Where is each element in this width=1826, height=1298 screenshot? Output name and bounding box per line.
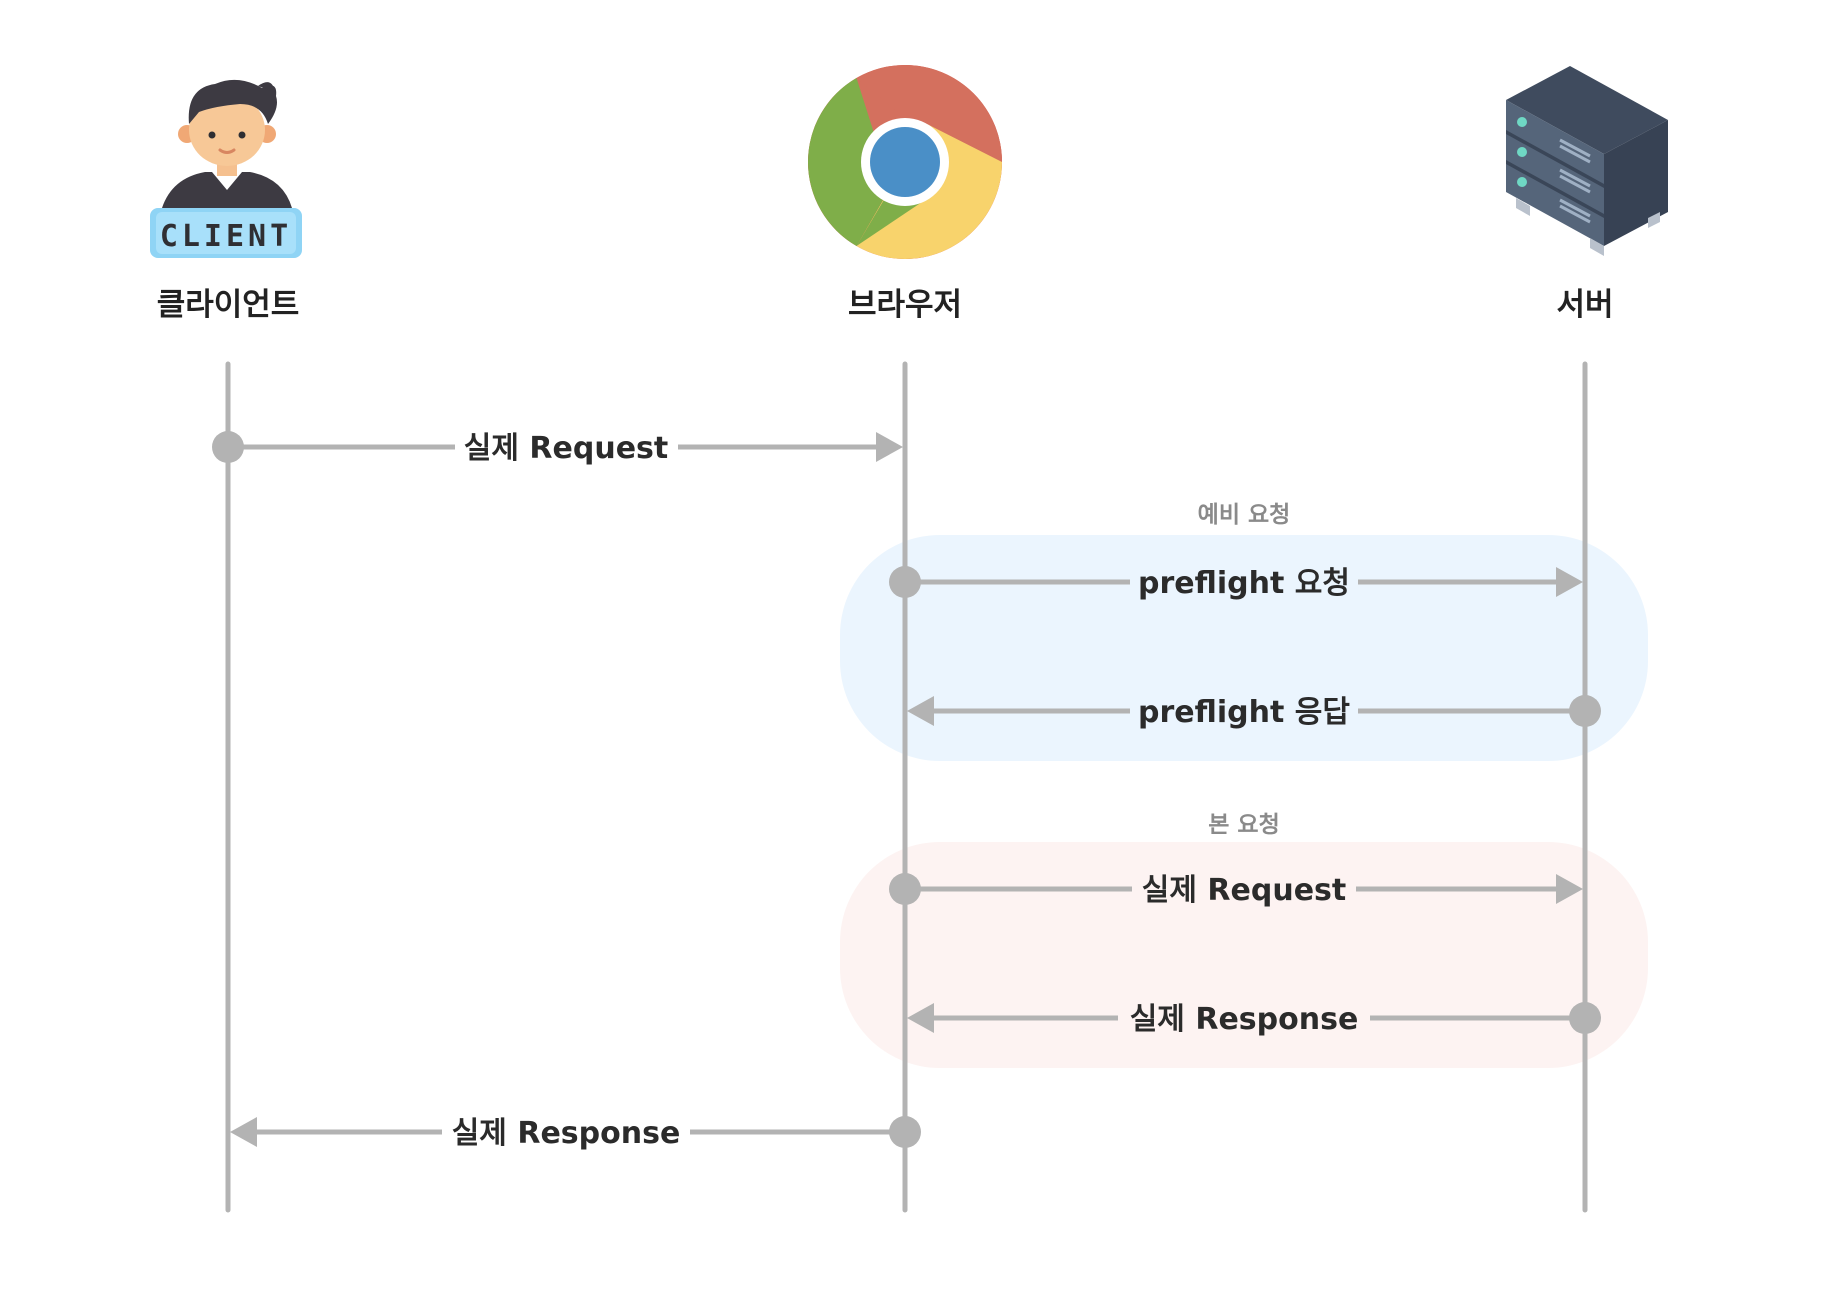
- message-label-3: preflight 응답: [1138, 695, 1350, 730]
- message-label-4: 실제 Request: [1142, 873, 1346, 908]
- client-actor-label: 클라이언트: [157, 287, 300, 323]
- message-label-5: 실제 Response: [1130, 1002, 1359, 1037]
- message-arrow-5: [907, 1002, 1601, 1034]
- server-actor-label: 서버: [1556, 287, 1613, 323]
- message-arrow-4: [889, 873, 1583, 905]
- client-badge-text: CLIENT: [160, 219, 292, 254]
- server-rack-icon: [1506, 66, 1668, 256]
- preflight-group-label: 예비 요청: [1198, 502, 1291, 528]
- message-label-2: preflight 요청: [1138, 566, 1350, 601]
- message-label-1: 실제 Request: [464, 431, 668, 466]
- message-arrow-1: [212, 431, 903, 463]
- preflight-group-box: [840, 535, 1648, 761]
- browser-actor-label: 브라우저: [848, 287, 962, 323]
- message-arrow-6: [230, 1116, 921, 1148]
- message-label-6: 실제 Response: [452, 1116, 681, 1151]
- main-group-label: 본 요청: [1208, 812, 1280, 838]
- chrome-browser-icon: [808, 65, 1002, 259]
- message-arrow-3: [907, 695, 1601, 727]
- main-group-box: [840, 842, 1648, 1068]
- client-person-icon: [150, 79, 302, 258]
- message-arrow-2: [889, 566, 1583, 598]
